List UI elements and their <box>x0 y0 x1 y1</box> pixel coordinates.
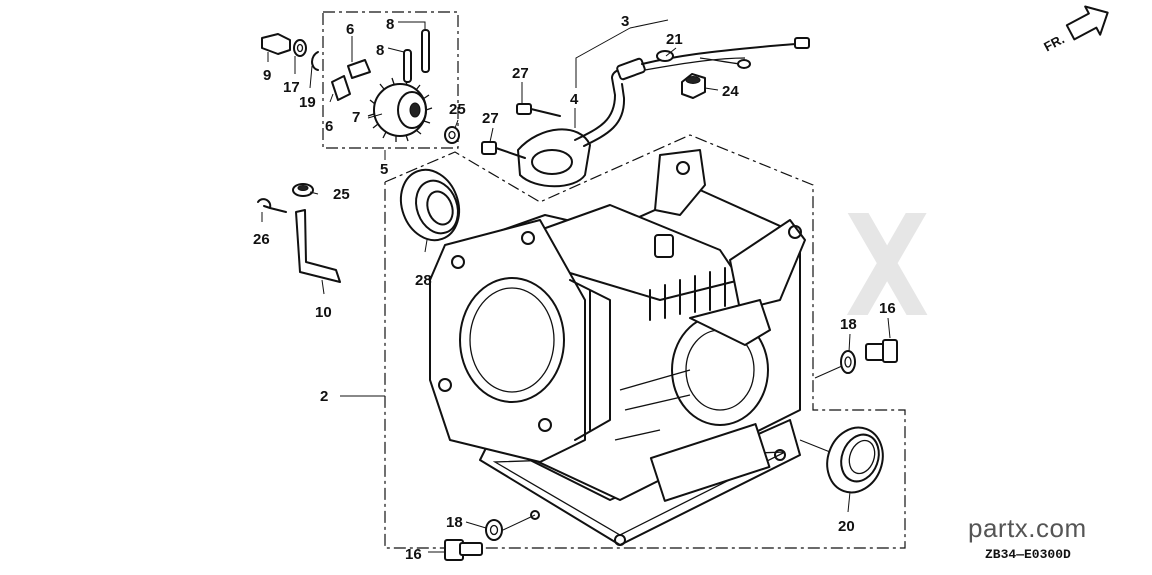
pin-8-lower <box>403 49 412 83</box>
washer-18-lower <box>485 519 503 541</box>
bolt-27-lower <box>481 141 526 159</box>
callout-18-right: 18 <box>840 316 857 333</box>
callout-8-upper: 8 <box>386 16 394 33</box>
governor-sleeve-9 <box>261 33 291 55</box>
callout-19: 19 <box>299 94 316 111</box>
bearing-28 <box>399 168 461 242</box>
background-watermark-mark: X <box>845 186 929 349</box>
callout-28: 28 <box>415 272 432 289</box>
callout-20: 20 <box>838 518 855 535</box>
leader-lines <box>261 19 891 553</box>
crankcase-group-outline <box>384 134 906 549</box>
bolt-27-upper <box>516 103 561 117</box>
washer-25-lower <box>292 183 314 197</box>
callout-27-lower: 27 <box>482 110 499 127</box>
callout-24: 24 <box>722 83 739 100</box>
front-arrow: FR. <box>1041 5 1109 54</box>
callout-26: 26 <box>253 231 270 248</box>
callout-25-lower: 25 <box>333 186 350 203</box>
callout-7: 7 <box>352 109 360 126</box>
callout-6-upper: 6 <box>346 21 354 38</box>
callout-21: 21 <box>666 31 683 48</box>
crankcase-body <box>429 149 806 546</box>
callout-3: 3 <box>621 13 629 30</box>
clip-26 <box>257 198 287 213</box>
pin-8-upper <box>421 29 430 73</box>
callout-16-right: 16 <box>879 300 896 317</box>
governor-weight-6-upper <box>347 59 371 79</box>
callout-10: 10 <box>315 304 332 321</box>
callout-6-lower: 6 <box>325 118 333 135</box>
watermark: partx.com <box>968 513 1087 543</box>
clip-19 <box>311 51 319 71</box>
diagram-code: ZB34—E0300D <box>985 547 1071 562</box>
callout-18-lower: 18 <box>446 514 463 531</box>
callout-17: 17 <box>283 79 300 96</box>
oil-level-switch-4 <box>517 57 646 188</box>
bolt-16-lower <box>444 539 483 561</box>
callout-4: 4 <box>570 91 579 108</box>
washer-25-upper <box>444 126 460 144</box>
callout-9: 9 <box>263 67 271 84</box>
callout-5: 5 <box>380 161 388 178</box>
callout-27-upper: 27 <box>512 65 529 82</box>
nut-24 <box>681 73 706 99</box>
governor-weight-6-lower <box>331 75 351 101</box>
washer-17 <box>293 39 307 57</box>
washer-18-right <box>840 350 856 374</box>
governor-gear-7 <box>367 77 433 142</box>
front-arrow-label: FR. <box>1041 31 1067 54</box>
governor-arm-shaft-10 <box>295 209 341 283</box>
callout-2: 2 <box>320 388 328 405</box>
callout-25-upper: 25 <box>449 101 466 118</box>
callout-16-lower: 16 <box>405 546 422 563</box>
oil-seal-20 <box>826 426 884 494</box>
callout-8-lower: 8 <box>376 42 384 59</box>
bolt-16-right <box>865 339 898 363</box>
governor-group-outline <box>322 11 459 149</box>
